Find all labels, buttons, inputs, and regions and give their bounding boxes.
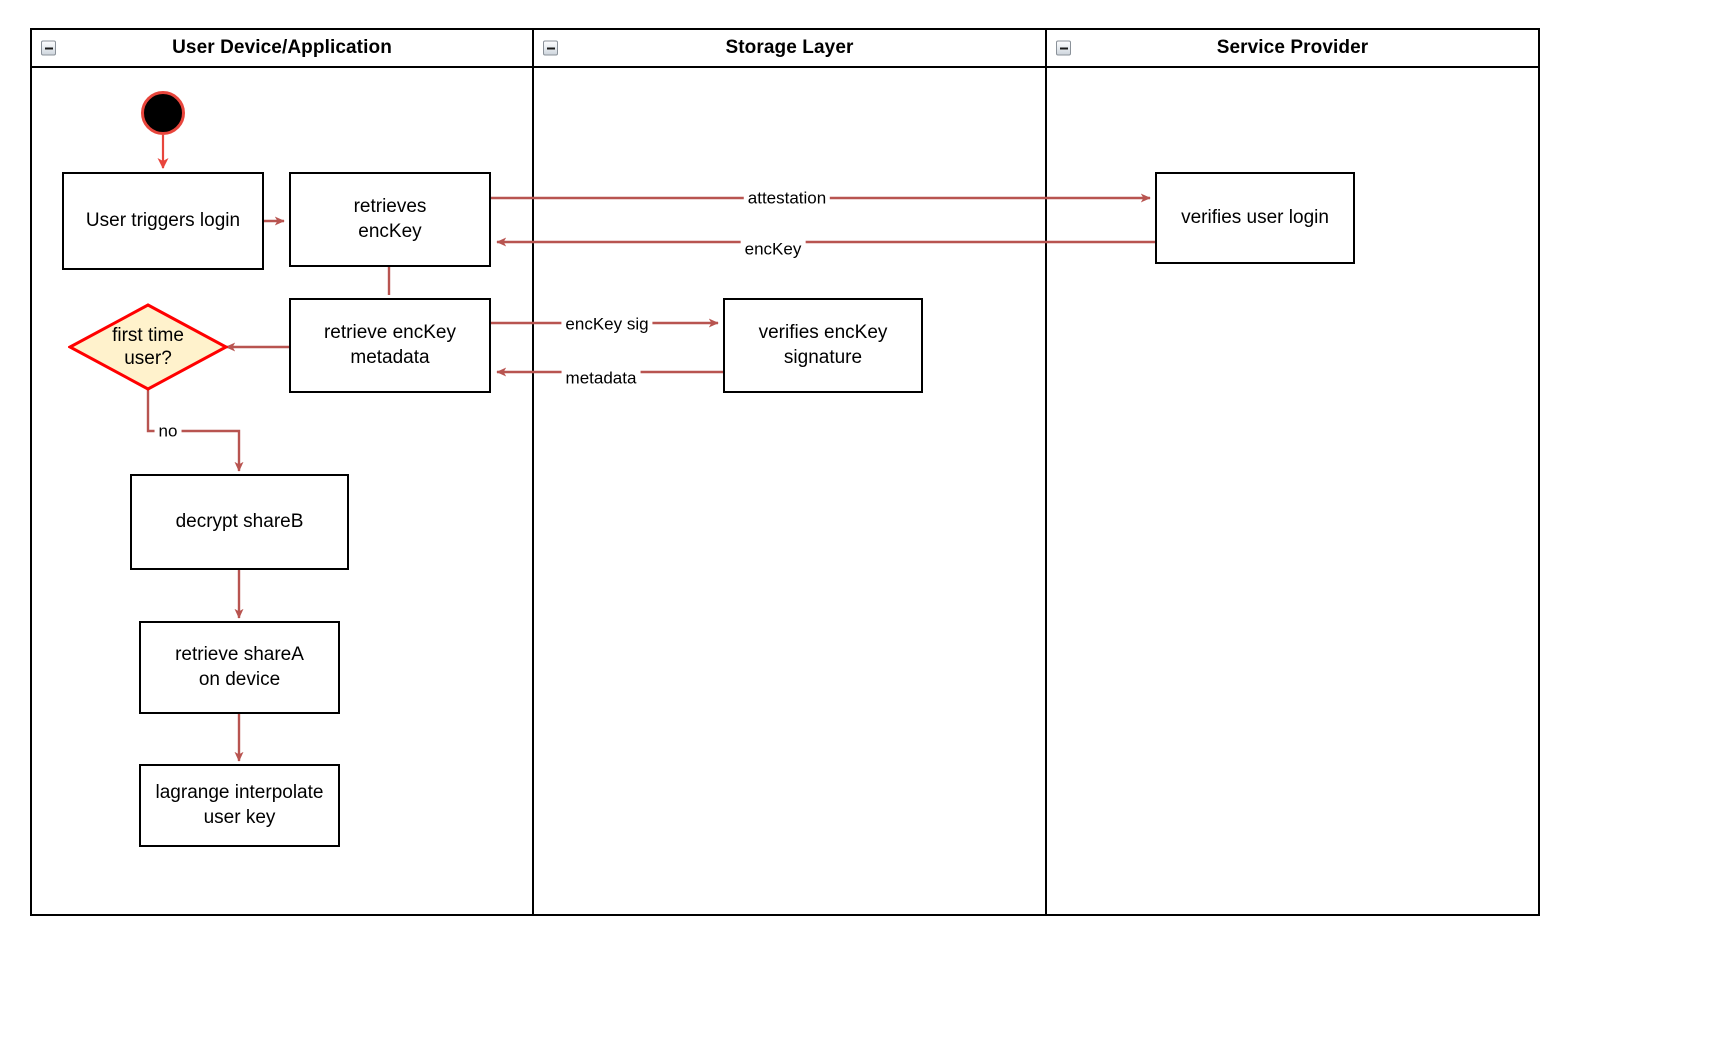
node-verifies-enckey-signature[interactable]: verifies encKey signature bbox=[723, 298, 923, 393]
lane-service-provider[interactable]: Service Provider bbox=[1045, 30, 1538, 914]
start-node[interactable] bbox=[141, 91, 185, 135]
lane-header-user-device: User Device/Application bbox=[32, 30, 532, 68]
node-verifies-user-login[interactable]: verifies user login bbox=[1155, 172, 1355, 264]
node-label: retrieve shareA on device bbox=[175, 644, 304, 690]
lane-title-storage-layer: Storage Layer bbox=[725, 37, 854, 58]
node-lagrange-interpolate-user-key[interactable]: lagrange interpolate user key bbox=[139, 764, 340, 847]
decision-diamond-shape bbox=[68, 303, 228, 391]
collapse-minus-icon[interactable] bbox=[1056, 40, 1071, 56]
edge-label-enckey-sig: encKey sig bbox=[561, 314, 653, 334]
node-label: verifies user login bbox=[1181, 206, 1329, 228]
collapse-minus-icon[interactable] bbox=[543, 40, 558, 56]
lane-header-storage-layer: Storage Layer bbox=[534, 30, 1045, 68]
lane-title-user-device: User Device/Application bbox=[172, 37, 392, 58]
node-decrypt-shareb[interactable]: decrypt shareB bbox=[130, 474, 349, 570]
node-retrieve-enckey-metadata[interactable]: retrieve encKey metadata bbox=[289, 298, 491, 393]
edge-label-attestation: attestation bbox=[743, 188, 831, 208]
node-label: verifies encKey signature bbox=[758, 322, 888, 368]
edge-label-enckey: encKey bbox=[740, 239, 806, 259]
lane-user-device[interactable]: User Device/Application bbox=[32, 30, 532, 914]
edge-label-no: no bbox=[154, 421, 182, 441]
edge-label-metadata: metadata bbox=[561, 368, 641, 388]
node-label: lagrange interpolate user key bbox=[155, 782, 324, 828]
node-retrieves-enckey[interactable]: retrieves encKey bbox=[289, 172, 491, 267]
node-first-time-user[interactable]: first time user? bbox=[68, 303, 228, 391]
node-label: User triggers login bbox=[85, 209, 241, 231]
collapse-minus-icon[interactable] bbox=[41, 40, 56, 56]
node-label: first time user? bbox=[112, 324, 184, 369]
lane-storage-layer[interactable]: Storage Layer bbox=[532, 30, 1045, 914]
lane-header-service-provider: Service Provider bbox=[1047, 30, 1538, 68]
node-label: retrieve encKey metadata bbox=[323, 322, 456, 368]
lane-title-service-provider: Service Provider bbox=[1216, 37, 1369, 58]
node-retrieve-sharea-on-device[interactable]: retrieve shareA on device bbox=[139, 621, 340, 714]
node-label: retrieves encKey bbox=[353, 196, 427, 242]
node-user-triggers-login[interactable]: User triggers login bbox=[62, 172, 264, 270]
node-label: decrypt shareB bbox=[175, 510, 304, 532]
